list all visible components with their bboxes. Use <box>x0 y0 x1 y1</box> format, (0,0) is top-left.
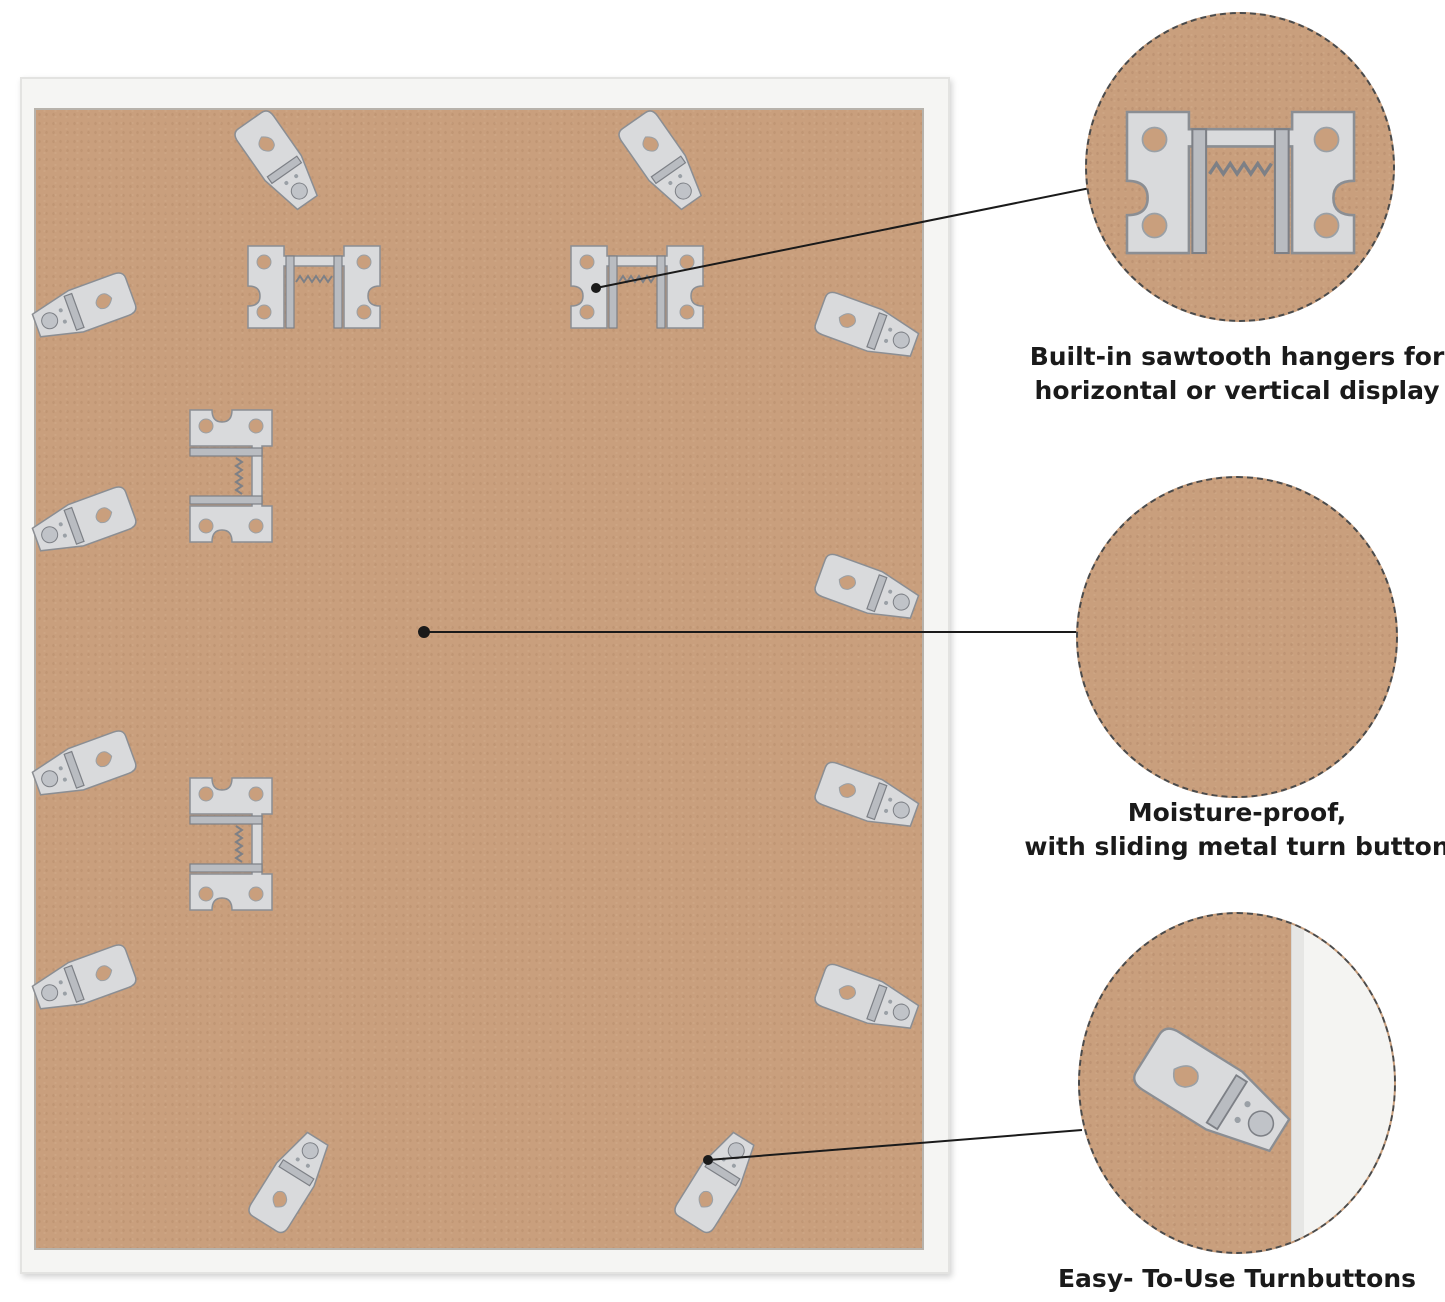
turn-button-icon <box>615 107 711 216</box>
turn-button-icon <box>812 289 923 367</box>
callout-line-board <box>418 626 1078 638</box>
caption-turnbuttons-text: Easy- To-Use Turnbuttons <box>1057 1264 1416 1293</box>
picture-frame <box>20 77 950 1274</box>
caption-moisture-line1: Moisture-proof, <box>1127 798 1347 827</box>
zoom-circle-turnbutton <box>1078 912 1396 1254</box>
turn-button-icon <box>812 551 923 629</box>
zoom-circle-board <box>1076 476 1398 798</box>
turn-button-icon <box>28 941 139 1019</box>
caption-sawtooth-line1: Built-in sawtooth hangers for <box>1029 342 1445 371</box>
turn-button-icon <box>245 1126 338 1237</box>
turn-button-icon <box>28 727 139 805</box>
sawtooth-hanger-icon <box>570 245 704 329</box>
frame-edge-inner <box>1292 914 1304 1252</box>
callout-line-turnbutton <box>703 1129 1083 1165</box>
turn-button-icon <box>812 759 923 837</box>
turn-button-icon <box>1128 1022 1299 1166</box>
sawtooth-hanger-icon <box>1125 110 1356 255</box>
caption-turnbuttons: Easy- To-Use Turnbuttons <box>1022 1262 1445 1296</box>
sawtooth-hanger-icon <box>189 409 273 543</box>
sawtooth-hanger-icon <box>247 245 381 329</box>
turn-button-icon <box>231 107 327 216</box>
turn-button-icon <box>812 961 923 1039</box>
callout-line-sawtooth <box>591 185 1101 293</box>
sawtooth-hanger-icon <box>189 777 273 911</box>
caption-sawtooth: Built-in sawtooth hangers for horizontal… <box>1022 340 1445 408</box>
turn-button-icon <box>671 1126 764 1237</box>
turn-button-icon <box>28 483 139 561</box>
caption-moisture: Moisture-proof, with sliding metal turn … <box>1022 796 1445 864</box>
backing-board <box>34 108 924 1250</box>
caption-sawtooth-line2: horizontal or vertical display <box>1034 376 1440 405</box>
zoom-circle-sawtooth <box>1085 12 1395 322</box>
caption-moisture-line2: with sliding metal turn button <box>1024 832 1445 861</box>
turn-button-icon <box>28 269 139 347</box>
